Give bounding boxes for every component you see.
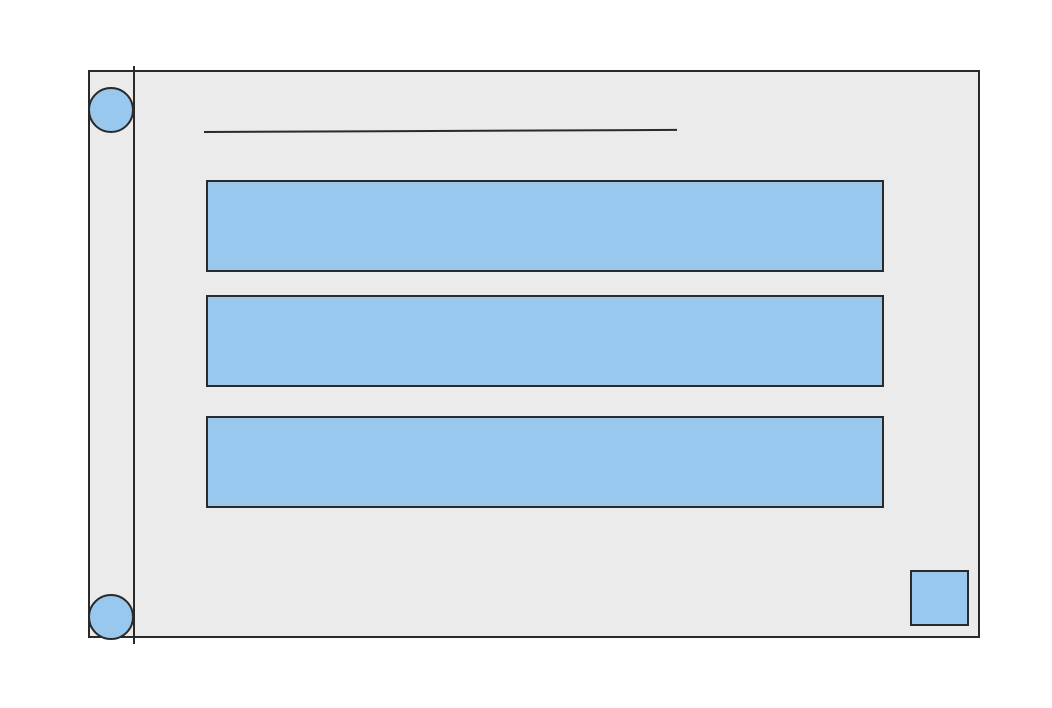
content-block-1[interactable]: [206, 180, 884, 272]
binding-rail: [133, 66, 135, 644]
content-block-2[interactable]: [206, 295, 884, 387]
bottom-circle-icon: [88, 594, 134, 640]
corner-square-button[interactable]: [910, 570, 969, 626]
content-block-3[interactable]: [206, 416, 884, 508]
top-circle-icon: [88, 87, 134, 133]
